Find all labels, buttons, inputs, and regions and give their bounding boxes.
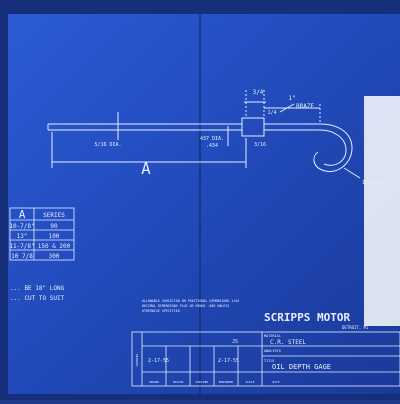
tolerance-note-2: DECIMAL DIMENSIONS PLUS OR MINUS .005 UN…: [142, 304, 229, 308]
label-date: DATE: [272, 380, 279, 384]
hook-inner: [319, 129, 347, 166]
dim-mid-b: .434: [206, 143, 218, 149]
radius-leader: [343, 167, 361, 179]
rod-drawing: [47, 90, 361, 179]
series-cell: 150 & 200: [38, 243, 71, 250]
series-header-series: SERIES: [43, 212, 65, 219]
paper: [8, 14, 400, 394]
label-traced: TRACED: [173, 380, 184, 384]
braze-leader: [279, 103, 295, 113]
series-header-a: A: [19, 208, 26, 221]
collar: [241, 117, 265, 137]
title-label: TITLE: [264, 359, 275, 363]
series-cell: 10 7/8: [11, 253, 33, 260]
dim-radius: 1/16 R.: [362, 180, 383, 186]
dim-mid-a: 437 DIA.: [200, 136, 224, 142]
material-value: C.R. STEEL: [270, 339, 307, 346]
dim-length-label: A: [141, 159, 151, 178]
date-1: 2-17-55: [148, 358, 169, 364]
dim-top-c: 1/4: [267, 110, 276, 116]
hook-outer: [313, 123, 353, 172]
initials: JS: [232, 339, 238, 345]
tolerance-note-3: OTHERWISE SPECIFIED: [142, 309, 180, 313]
dim-top-a: 3/4: [253, 89, 264, 96]
label-scale: SCALE: [245, 380, 254, 384]
label-checked: CHECKED: [196, 380, 209, 384]
date-2: 2-17-55: [218, 358, 239, 364]
series-cell: 10-7/8": [9, 223, 34, 230]
dim-left-dia: 5/16 DIA.: [94, 142, 121, 148]
series-cell: 13": [17, 233, 28, 240]
series-cell: 300: [49, 253, 60, 260]
series-table-grid: [9, 207, 75, 261]
company-city: DETROIT, MI: [342, 325, 369, 330]
note-line-2: ... CUT TO SUIT: [10, 295, 65, 302]
note-line-1: ... BE 18" LONG: [10, 285, 65, 292]
label-drawn: DRAWN: [149, 380, 158, 384]
company-name: SCRIPPS MOTOR: [264, 311, 350, 324]
dim-top-b: 1": [288, 95, 295, 102]
title-value: OIL DEPTH GAGE: [272, 363, 331, 371]
material-label: MATERIAL: [264, 334, 281, 338]
dim-right-dia: 3/16: [254, 142, 266, 148]
series-cell: 100: [49, 233, 60, 240]
analysis-label: ANALYSIS: [264, 349, 281, 353]
changes-label: CHANGES: [135, 353, 139, 366]
braze-label: BRAZE: [296, 103, 314, 110]
label-engineer: ENGINEER: [219, 380, 234, 384]
series-cell: 11-7/8": [9, 243, 34, 250]
series-cell: 90: [50, 223, 58, 230]
right-edge-white: [364, 96, 400, 326]
title-block-grid: [131, 331, 400, 387]
tolerance-note-1: ALLOWABLE VARIATION ON FRACTIONAL DIMENS…: [142, 299, 239, 303]
